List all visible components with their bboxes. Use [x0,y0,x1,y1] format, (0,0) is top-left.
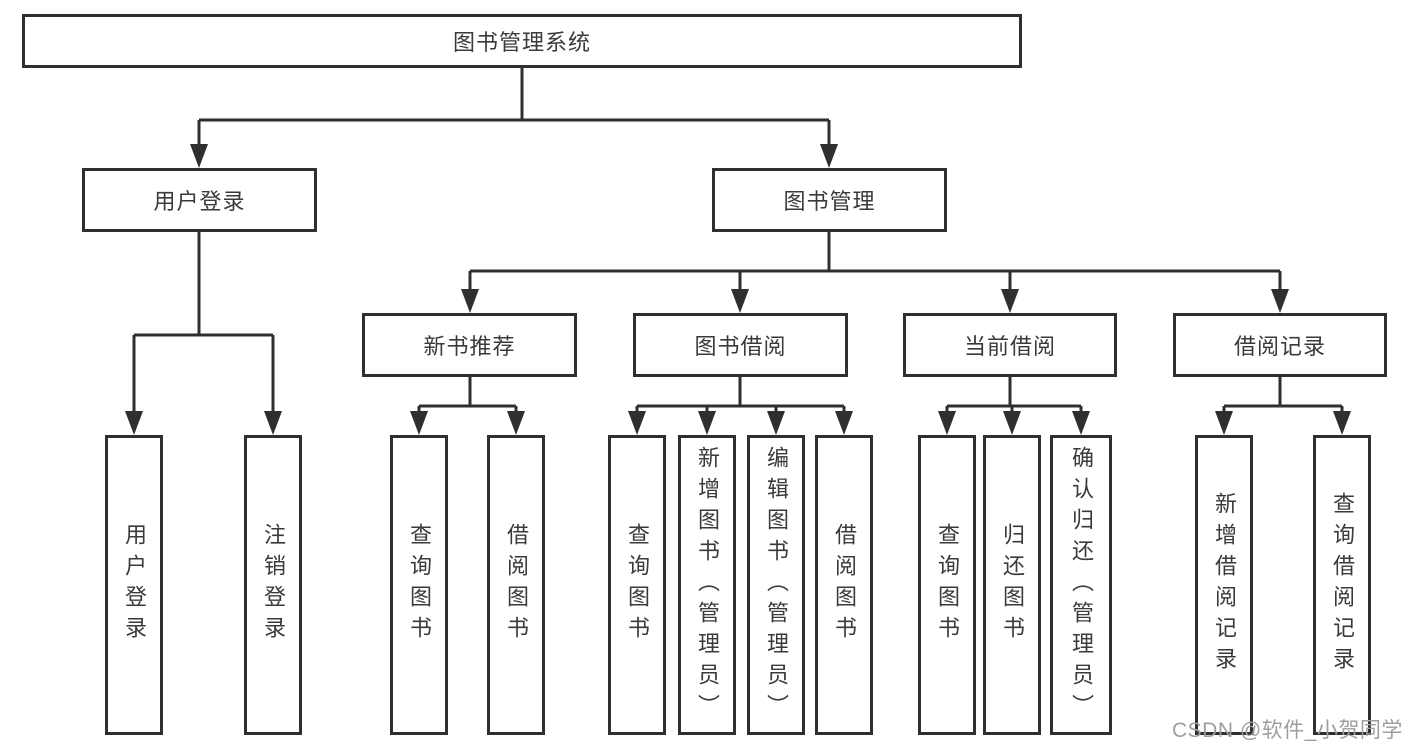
node-user-login: 用户登录 [82,168,317,232]
node-library-management-system: 图书管理系统 [22,14,1022,68]
node-label: 注销登录 [261,523,286,647]
node-book-borrow: 图书借阅 [633,313,848,377]
leaf-borrow-books: 借阅图书 [815,435,873,735]
node-label: 新书推荐 [423,334,516,359]
node-label: 归还图书 [1000,523,1025,647]
leaf-add-books-admin: 新增图书（管理员） [678,435,736,735]
leaf-return-books: 归还图书 [983,435,1041,735]
node-label: 借阅图书 [832,523,857,647]
node-label: 新增图书（管理员） [695,445,720,725]
node-label: 查询借阅记录 [1330,492,1355,678]
node-label: 用户登录 [153,189,246,214]
leaf-logout: 注销登录 [244,435,302,735]
leaf-query-books-current: 查询图书 [918,435,976,735]
node-label: 确认归还（管理员） [1069,445,1094,725]
node-label: 图书管理 [783,189,876,214]
node-label: 借阅图书 [504,523,529,647]
node-borrow-records: 借阅记录 [1173,313,1387,377]
node-label: 图书借阅 [694,334,787,359]
leaf-edit-books-admin: 编辑图书（管理员） [747,435,805,735]
arrowheads [125,144,1351,435]
leaf-add-borrow-record: 新增借阅记录 [1195,435,1253,735]
leaf-borrow-books-recommend: 借阅图书 [487,435,545,735]
node-current-borrow: 当前借阅 [903,313,1117,377]
csdn-watermark: CSDN @软件_小贺同学 [1172,719,1403,742]
node-new-book-recommend: 新书推荐 [362,313,577,377]
node-book-management: 图书管理 [712,168,947,232]
node-label: 用户登录 [122,523,147,647]
leaf-query-books-borrow: 查询图书 [608,435,666,735]
node-label: 查询图书 [407,523,432,647]
leaf-confirm-return-admin: 确认归还（管理员） [1050,435,1112,735]
node-label: 编辑图书（管理员） [764,445,789,725]
leaf-query-books-recommend: 查询图书 [390,435,448,735]
node-label: 新增借阅记录 [1212,492,1237,678]
node-label: 查询图书 [935,523,960,647]
leaf-user-login: 用户登录 [105,435,163,735]
node-label: 图书管理系统 [452,30,591,55]
leaf-query-borrow-record: 查询借阅记录 [1313,435,1371,735]
node-label: 当前借阅 [963,334,1056,359]
node-label: 借阅记录 [1233,334,1326,359]
node-label: 查询图书 [625,523,650,647]
